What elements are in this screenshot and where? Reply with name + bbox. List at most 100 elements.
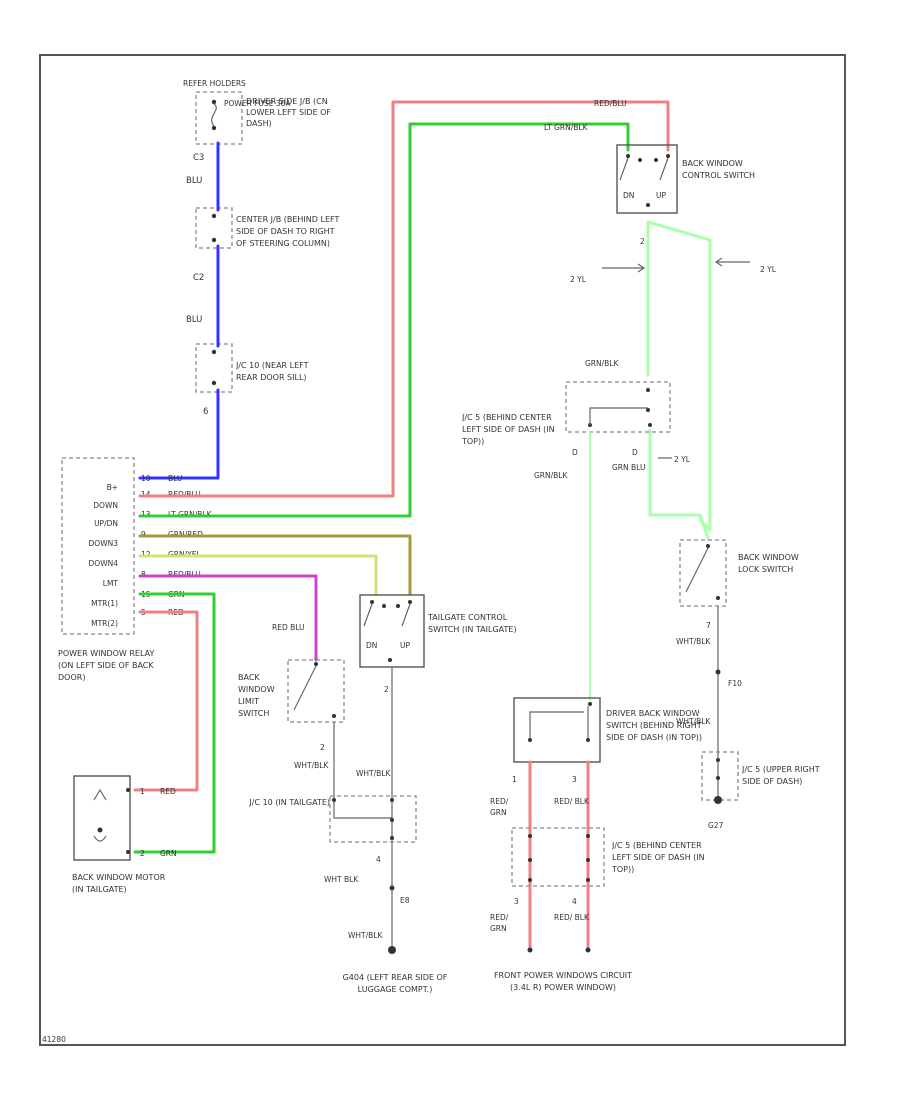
- f10-label: F10: [728, 679, 742, 688]
- pin2-tail-label: 2: [384, 685, 389, 694]
- motor-symbol: [93, 788, 130, 854]
- svg-text:MTR(2): MTR(2): [91, 619, 118, 628]
- driver-back-window-switch-box: [513, 697, 601, 763]
- wht-blk-lock2-label: WHT/BLK: [676, 717, 711, 726]
- jc10-tail-desc: J/C 10 (IN TAILGATE): [249, 798, 330, 807]
- back-window-control-switch-label: BACK WINDOW CONTROL SWITCH: [682, 159, 755, 180]
- g27-label: G27: [708, 821, 724, 830]
- d-pin-label: D: [572, 448, 578, 457]
- jc10-tail-box: [329, 795, 417, 843]
- drv-pin1-label: 1: [512, 775, 517, 784]
- c2-label: C2: [193, 273, 204, 283]
- ground-point: [388, 946, 396, 954]
- drv-red-blk-label: RED/ BLK: [554, 797, 589, 806]
- jc5-bottom-box: [511, 827, 605, 887]
- tail-dn-label: DN: [366, 641, 377, 650]
- lt-grn-wire-right: [646, 220, 712, 532]
- blu-label-2: BLU: [186, 315, 202, 325]
- left-arrow: [602, 263, 646, 273]
- tailgate-control-switch-label: TAILGATE CONTROL SWITCH (IN TAILGATE): [428, 613, 517, 634]
- control-dn-label: DN: [623, 191, 634, 200]
- back-window-motor-label: BACK WINDOW MOTOR (IN TAILGATE): [72, 873, 166, 894]
- svg-text:B+: B+: [107, 483, 118, 492]
- relay-pins: B+ DOWN UP/DN DOWN3 DOWN4 LMT MTR(1) MTR…: [89, 483, 119, 628]
- grn-blu-label: GRN BLU: [612, 463, 646, 472]
- back-window-limit-switch-label: BACK WINDOW LIMIT SWITCH: [238, 673, 275, 718]
- control-up-label: UP: [656, 191, 666, 200]
- control-switch-contacts: [619, 154, 670, 207]
- ground-desc: G404 (LEFT REAR SIDE OF LUGGAGE COMPT.): [342, 973, 448, 994]
- front-power-windows-label: FRONT POWER WINDOWS CIRCUIT (3.4L R) POW…: [493, 971, 633, 992]
- lt-grn-wire-top: [138, 122, 630, 518]
- red-motor-wire: [133, 610, 199, 792]
- jc5-upper-box: [701, 751, 739, 801]
- jc5-top-box: [565, 381, 671, 433]
- fuse-box-title: REFER HOLDERS: [183, 79, 246, 88]
- right-arrow-label: 2 YL: [760, 265, 777, 274]
- svg-text:LMT: LMT: [103, 579, 119, 588]
- drv-pin3-label: 3: [572, 775, 577, 784]
- limit-ground-wire: [333, 722, 392, 819]
- bot-pin3-label: 3: [514, 897, 519, 906]
- right-arrow: [714, 257, 750, 267]
- yl-right-label: 2 YL: [674, 455, 691, 464]
- back-window-motor-box: [73, 775, 131, 861]
- relay-title: POWER WINDOW RELAY (ON LEFT SIDE OF BACK…: [58, 649, 155, 682]
- grn-red-wire: [138, 534, 412, 596]
- lt-grn-top-label: LT GRN/BLK: [544, 123, 589, 132]
- grn-motor-wire: [133, 592, 216, 854]
- relay-box: [61, 457, 135, 635]
- bot-red-grn-label: RED/ GRN: [490, 913, 509, 933]
- e8-label: E8: [400, 896, 410, 905]
- wht-blk-tail2-label: WHT BLK: [324, 875, 359, 884]
- lt-grn-wire-lower: [648, 428, 710, 540]
- back-window-limit-switch-box: [287, 659, 345, 723]
- svg-text:DOWN: DOWN: [93, 501, 118, 510]
- svg-text:DOWN3: DOWN3: [89, 539, 119, 548]
- svg-text:BLU: BLU: [168, 474, 182, 483]
- svg-text:MTR(1): MTR(1): [91, 599, 118, 608]
- tail-up-label: UP: [400, 641, 410, 650]
- wht-blk-limit-label: WHT/BLK: [294, 761, 329, 770]
- pin7-label: 7: [706, 621, 711, 630]
- motor-pin1-label: 1: [140, 787, 145, 796]
- motor-red-label: RED: [160, 787, 176, 796]
- red-blu-top-label: RED/BLU: [594, 99, 627, 108]
- c3-label: C3: [193, 153, 204, 163]
- left-arrow-label: 2 YL: [570, 275, 587, 284]
- wht-blk-ground-label: WHT/BLK: [348, 931, 383, 940]
- motor-grn-label: GRN: [160, 849, 177, 858]
- pin2-control-label: 2: [640, 237, 645, 246]
- back-window-lock-switch-box: [679, 539, 727, 607]
- bot-red-blk-label: RED/ BLK: [554, 913, 589, 922]
- pin2-limit-label: 2: [320, 743, 325, 752]
- grn-blk-down-label: GRN/BLK: [534, 471, 568, 480]
- d-pin2-label: D: [632, 448, 638, 457]
- grn-yel-wire: [138, 554, 378, 596]
- center-jb-box: [195, 207, 233, 249]
- motor-pin2-label: 2: [140, 849, 145, 858]
- driver-switch-contacts: [528, 702, 592, 742]
- footer-code: 41280: [42, 1035, 66, 1044]
- red-blu-lmt-wire: [138, 574, 318, 662]
- jc10-box: [195, 343, 233, 393]
- bot-pin4-label: 4: [572, 897, 577, 906]
- pin4-tail-label: 4: [376, 855, 381, 864]
- wht-blk-tail-label: WHT/BLK: [356, 769, 391, 778]
- blu-label-1: BLU: [186, 176, 202, 186]
- fuse-label: POWER FUSE 30A: [224, 99, 291, 108]
- red-blu-lmt-label: RED BLU: [272, 623, 305, 632]
- jc5-upper-desc: J/C 5 (UPPER RIGHT SIDE OF DASH): [742, 765, 820, 786]
- svg-text:DOWN4: DOWN4: [89, 559, 119, 568]
- center-jb-desc: CENTER J/B (BEHIND LEFT SIDE OF DASH TO …: [236, 215, 340, 248]
- red-blu-wire-top: [138, 100, 670, 498]
- drv-red-grn-label: RED/ GRN: [490, 797, 509, 817]
- blue-wire: [138, 141, 220, 480]
- tailgate-switch-contacts: [363, 600, 412, 662]
- jc5-bottom-desc: J/C 5 (BEHIND CENTER LEFT SIDE OF DASH (…: [612, 841, 705, 874]
- grn-blk-label: GRN/BLK: [585, 359, 619, 368]
- diagram-border: [39, 54, 846, 1046]
- back-window-control-switch-box: [616, 144, 678, 214]
- fuse-desc: DRIVER SIDE J/B (CN LOWER LEFT SIDE OF D…: [246, 97, 332, 128]
